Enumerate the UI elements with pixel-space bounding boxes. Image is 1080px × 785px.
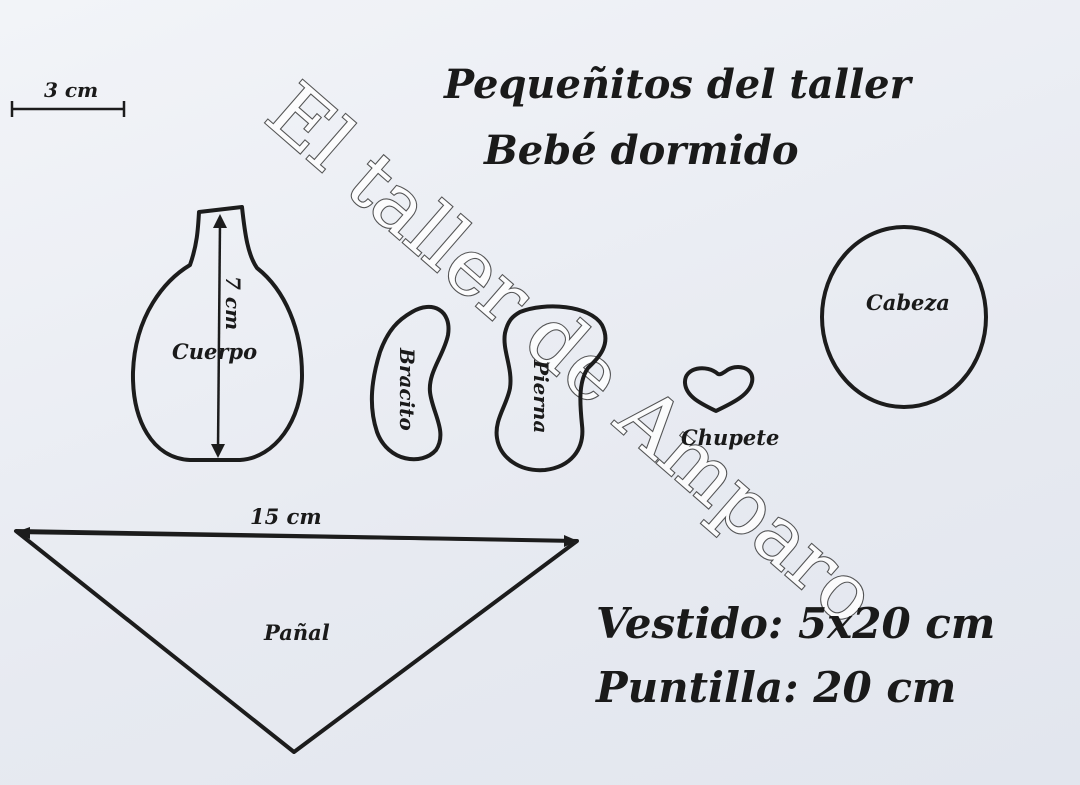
panal-arrow-left	[16, 527, 30, 539]
piece-cabeza: Cabeza	[820, 225, 988, 409]
note-puntilla: Puntilla: 20 cm	[595, 663, 956, 712]
cabeza-label: Cabeza	[866, 290, 950, 315]
cuerpo-measure-label: 7 cm	[221, 276, 245, 330]
note-vestido: Vestido: 5x20 cm	[596, 599, 995, 648]
panal-arrow-right	[564, 535, 578, 547]
piece-panal: 15 cm Pañal	[14, 504, 579, 754]
panal-label: Pañal	[263, 620, 330, 645]
cuerpo-arrow-down	[211, 444, 225, 458]
piece-bracito: Bracito	[369, 305, 451, 462]
cuerpo-measure-line	[216, 221, 222, 451]
scale-bar: 3 cm	[10, 78, 126, 117]
panal-measure-line	[29, 531, 567, 543]
scale-bar-label: 3 cm	[44, 78, 98, 102]
piece-cuerpo: 7 cm Cuerpo	[130, 205, 304, 462]
title-line-1: Pequeñitos del taller	[443, 61, 914, 108]
panal-measure-label: 15 cm	[250, 504, 322, 529]
cuerpo-arrow-up	[213, 214, 227, 228]
piece-chupete: Chupete	[681, 365, 779, 450]
title-line-2: Bebé dormido	[483, 127, 799, 174]
cuerpo-label: Cuerpo	[172, 339, 257, 364]
bracito-label: Bracito	[395, 347, 419, 431]
pierna-label: Pierna	[529, 359, 553, 433]
cuerpo-outline	[130, 205, 304, 462]
cabeza-outline	[820, 225, 988, 409]
piece-pierna: Pierna	[494, 304, 608, 473]
chupete-label: Chupete	[681, 425, 779, 450]
chupete-outline	[683, 365, 755, 413]
pierna-outline	[494, 304, 608, 473]
bracito-outline	[369, 305, 451, 462]
